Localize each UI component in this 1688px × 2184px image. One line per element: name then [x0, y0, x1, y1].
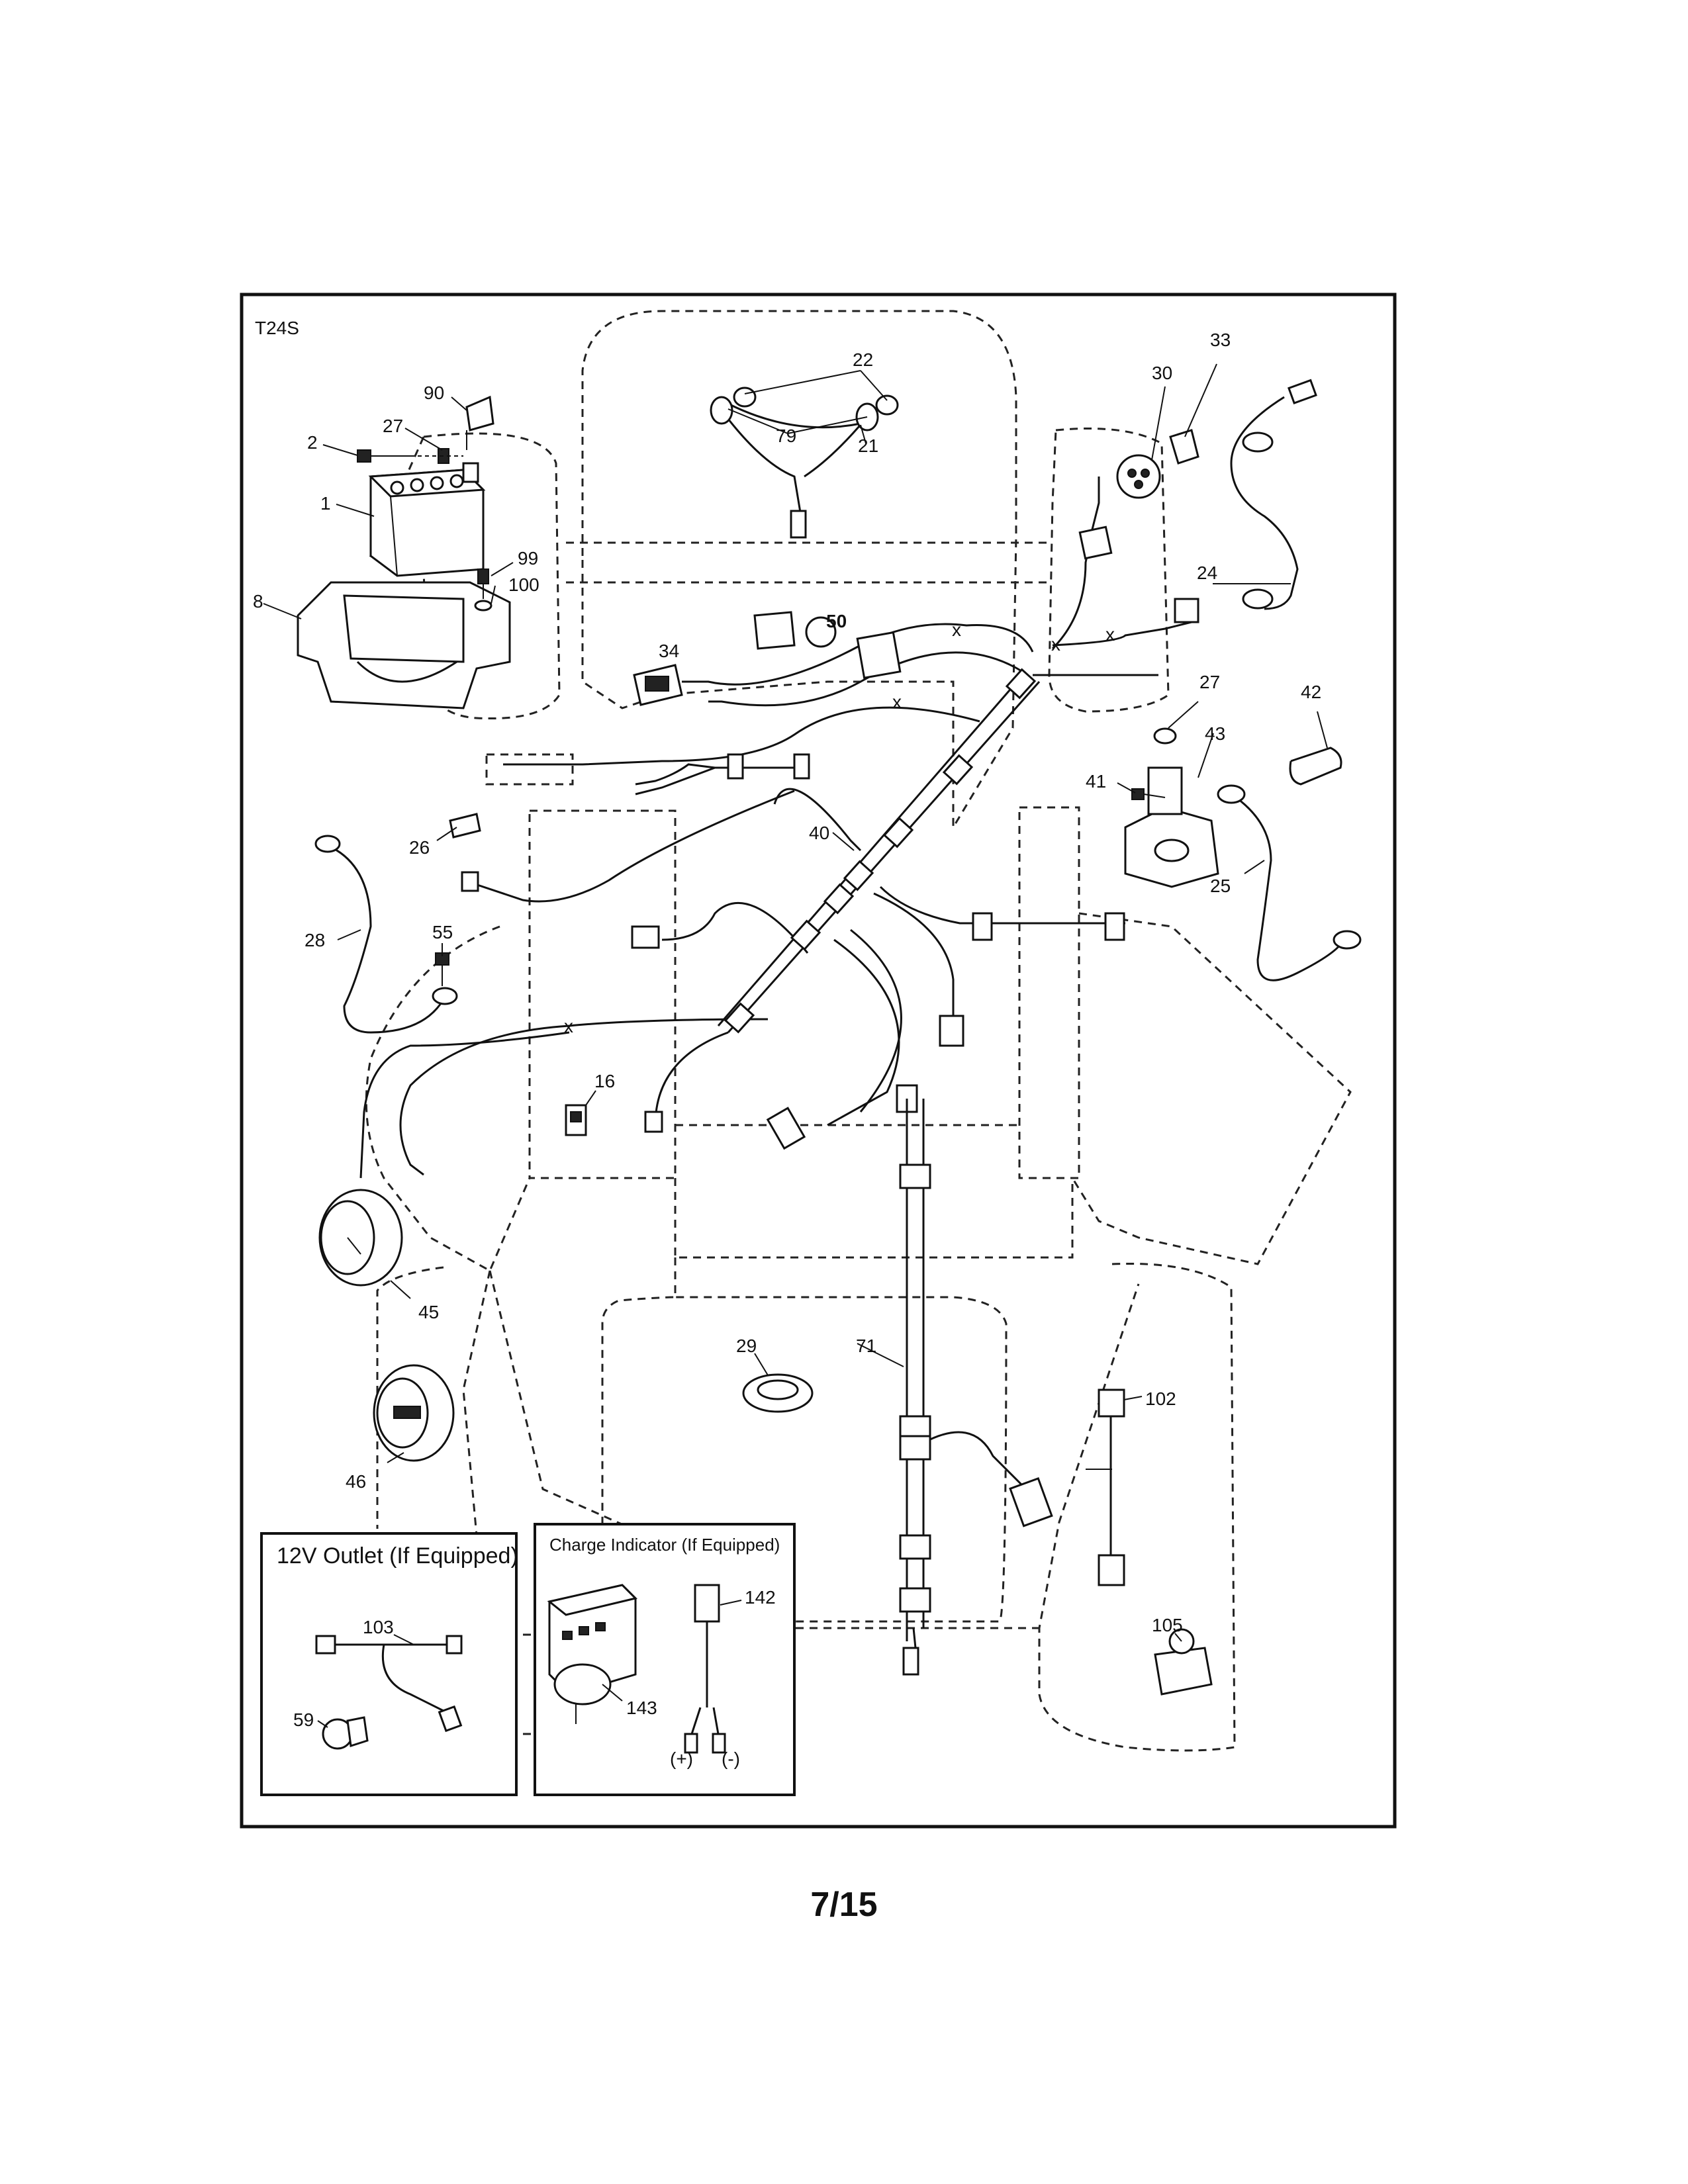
hour-meter-46 [373, 1364, 455, 1462]
callout-1: 1 [320, 493, 331, 514]
callout-25: 25 [1210, 876, 1231, 896]
callout-22: 22 [853, 349, 873, 370]
outlet-59 [322, 1716, 369, 1750]
harness-71 [899, 1099, 1053, 1676]
bolt-41 [1131, 788, 1166, 800]
callout-2: 2 [307, 432, 318, 453]
svg-text:x: x [952, 619, 961, 640]
battery-bolt-2 [357, 449, 410, 463]
relay-102 [1086, 1388, 1125, 1586]
harness-142 [684, 1584, 726, 1754]
nut-27-solenoid [1153, 727, 1177, 745]
connector-mid-1 [631, 925, 660, 949]
callout-46: 46 [346, 1471, 366, 1492]
callout-30: 30 [1152, 363, 1172, 383]
connector-top [1078, 525, 1113, 560]
terminal-boot-90 [465, 395, 494, 450]
callout-33: 33 [1210, 330, 1231, 350]
light-assembly-21-22-79 [710, 387, 899, 539]
svg-text:x: x [564, 1016, 573, 1036]
switch-34 [633, 664, 683, 706]
nut-27-battery [410, 448, 463, 464]
bolt-55 [435, 952, 449, 986]
connector-mid-5 [644, 1111, 663, 1133]
connector-mid-3 [766, 1107, 806, 1150]
callout-55: 55 [432, 922, 453, 942]
outlet-box: 12V Outlet (If Equipped) [260, 1532, 518, 1796]
ground-cable-24 [1230, 379, 1317, 610]
callout-43: 43 [1205, 723, 1225, 744]
callout-24: 24 [1197, 563, 1217, 583]
main-harness: x x x x x [359, 477, 1192, 1179]
boot-42 [1289, 747, 1342, 786]
indicator-143 [547, 1584, 637, 1724]
callout-21: 21 [858, 435, 878, 456]
callouts: 90 27 2 1 99 100 8 22 79 21 30 33 24 34 … [253, 330, 1321, 1730]
diagram-code: T24S [255, 318, 299, 338]
callout-45: 45 [418, 1302, 439, 1322]
grommet-29 [742, 1373, 814, 1413]
cable-25 [1217, 784, 1362, 981]
callout-71: 71 [856, 1336, 876, 1356]
callout-143: 143 [626, 1698, 657, 1718]
callout-42: 42 [1301, 682, 1321, 702]
label-decal [856, 631, 902, 679]
callout-40: 40 [809, 823, 829, 843]
ignition-switch-30 [1116, 454, 1161, 499]
label-minus: (-) [722, 1749, 740, 1769]
page-number: 7/15 [810, 1886, 878, 1924]
callout-59: 59 [293, 1709, 314, 1730]
charge-box-title: Charge Indicator (If Equipped) [549, 1535, 780, 1555]
connector-mid-2 [939, 1015, 964, 1047]
callout-142: 142 [745, 1587, 776, 1608]
diagram-frame [240, 293, 1397, 1829]
connector-left [461, 871, 479, 892]
callout-16: 16 [594, 1071, 615, 1091]
cable-28 [314, 835, 458, 1034]
callout-102: 102 [1145, 1388, 1176, 1409]
callout-105: 105 [1152, 1615, 1183, 1635]
svg-text:x: x [1105, 624, 1115, 645]
outlet-box-title: 12V Outlet (If Equipped) [277, 1543, 518, 1569]
switch-105 [1154, 1628, 1213, 1696]
callout-100: 100 [508, 574, 539, 595]
plug-16 [565, 1104, 587, 1136]
gauge-45 [318, 1189, 403, 1287]
battery-tray [297, 581, 511, 709]
callout-27-solenoid: 27 [1199, 672, 1220, 692]
solenoid-43 [1124, 766, 1219, 888]
callout-99: 99 [518, 548, 538, 569]
svg-text:x: x [1051, 634, 1060, 655]
callout-8: 8 [253, 591, 263, 612]
battery [368, 462, 486, 577]
callout-26: 26 [409, 837, 430, 858]
switch-50 [753, 611, 837, 650]
charge-box: Charge Indicator (If Equipped) (+) (-) [534, 1523, 796, 1796]
key-33 [1169, 429, 1199, 465]
callout-79: 79 [776, 426, 796, 446]
bolt-99 [474, 569, 492, 612]
callout-50: 50 [826, 611, 847, 631]
label-plus: (+) [670, 1749, 693, 1769]
callout-41: 41 [1086, 771, 1106, 792]
callout-103: 103 [363, 1617, 394, 1637]
connector-right [1174, 598, 1199, 623]
callout-90: 90 [424, 383, 444, 403]
fuse-26 [449, 813, 481, 839]
leader-lines [263, 363, 1328, 1728]
callout-28: 28 [305, 930, 325, 950]
callout-34: 34 [659, 641, 679, 661]
callout-27-battery: 27 [383, 416, 403, 436]
svg-text:x: x [892, 692, 902, 712]
callout-29: 29 [736, 1336, 757, 1356]
